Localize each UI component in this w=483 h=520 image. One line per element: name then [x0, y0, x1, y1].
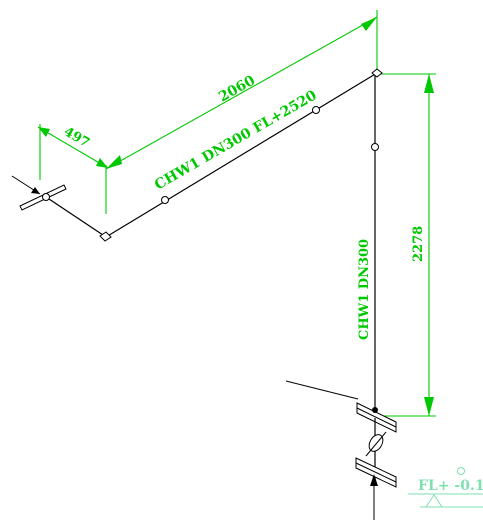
floor-level-text: FL+ -0.14 [418, 478, 483, 494]
arrowhead-bottom [424, 397, 434, 416]
bottom-leader-line [285, 380, 359, 400]
elbow-marker-top [371, 68, 383, 78]
dimension-text-2060: 2060 [216, 72, 258, 105]
valve-slash [365, 431, 387, 457]
dimension-line-2060 [105, 16, 378, 170]
arrowhead-top [424, 74, 434, 93]
fitting-circle-3 [371, 143, 379, 151]
floor-level-marker: FL+ -0.14 [408, 467, 483, 508]
arrowhead-497-left [38, 127, 50, 137]
left-valve-symbol [11, 175, 67, 211]
bottom-up-arrowhead [370, 474, 378, 486]
left-valve-circle [42, 193, 50, 201]
pipe-leg-short [45, 196, 107, 238]
dimension-2060: 2060 [105, 10, 378, 214]
arrowhead-right [361, 17, 377, 31]
dimension-text-497: 497 [61, 124, 92, 151]
arrowhead-left [106, 155, 122, 169]
vertical-pipe-label: CHW1 DN300 [357, 239, 372, 340]
valve-ellipse [368, 434, 384, 452]
pipe-run [45, 68, 383, 410]
fitting-circle-2 [312, 106, 320, 114]
level-triangle [425, 494, 443, 508]
dimension-text-2278: 2278 [411, 226, 426, 262]
horizontal-pipe-label: CHW1 DN300 FL+2520 [152, 87, 320, 193]
riser-base-dot [372, 407, 378, 413]
pipe-leg-long [105, 72, 378, 238]
left-leader-arrow [31, 187, 40, 194]
dimension-497: 497 [37, 124, 109, 180]
level-circle [457, 467, 465, 475]
arrowhead-497-right [96, 158, 108, 168]
fitting-circle-1 [161, 196, 169, 204]
dimension-2278: 2278 [378, 73, 436, 417]
bottom-valve-assembly [285, 380, 397, 520]
dimension-line-497 [37, 126, 109, 169]
lower-flange-mid [355, 462, 397, 483]
elbow-marker-left [99, 231, 112, 242]
upper-flange-mid [356, 407, 397, 428]
